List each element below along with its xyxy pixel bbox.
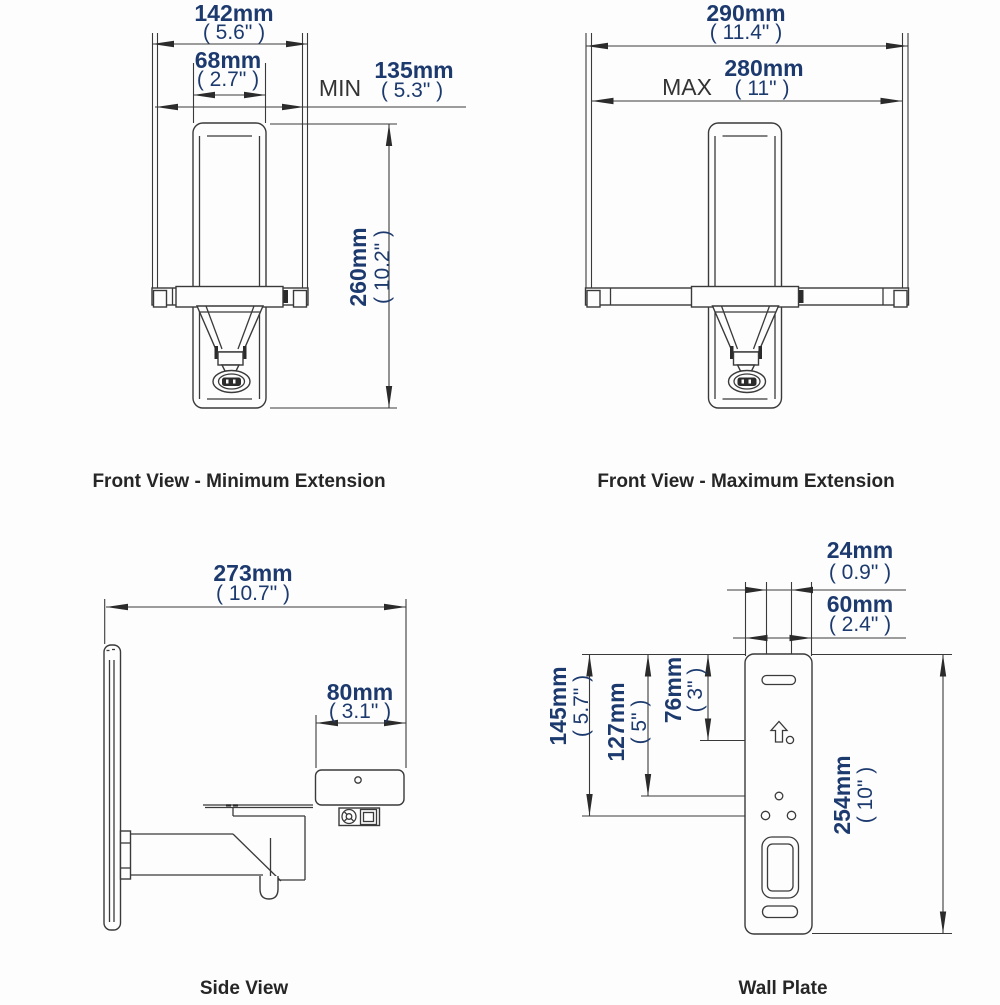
- wp-h2-mm: 127mm: [603, 682, 629, 761]
- side-caption: Side View: [200, 978, 289, 999]
- back-rest-hole: [354, 776, 362, 784]
- back-rest-block: [314, 769, 405, 806]
- wp-plate-width-in: ( 2.4" ): [829, 613, 891, 636]
- max-width-in: ( 11" ): [735, 77, 790, 100]
- crossbar-center: [175, 285, 284, 308]
- front-view-max: 290mm ( 11.4" ) 280mm MAX ( 11" ) Front …: [584, 0, 910, 492]
- min-bracket-drawing: [151, 122, 309, 409]
- wall-plate-view: 24mm ( 0.9" ) 60mm ( 2.4" ) 145mm ( 5.7"…: [545, 537, 952, 999]
- min-inner-width-mm: 68mm: [195, 47, 261, 73]
- crossbar-center: [690, 285, 800, 308]
- min-label: MIN: [319, 75, 361, 101]
- stem-tick-left: [730, 346, 734, 359]
- wp-height-mm: 254mm: [829, 755, 855, 834]
- wp-h1-in: ( 5.7" ): [570, 675, 593, 737]
- support-arm: [130, 808, 306, 882]
- min-height-mm: 260mm: [345, 227, 371, 306]
- side-dim-273: [104, 599, 407, 768]
- min-inner-width-in: ( 2.7" ): [197, 68, 259, 91]
- wp-extension-lines: [582, 582, 952, 935]
- clamp-block: [799, 290, 804, 303]
- wp-height-in: ( 10" ): [854, 767, 877, 823]
- wall-plate-body: [744, 653, 813, 935]
- wall-plate-drawing: [744, 653, 813, 935]
- side-depth-mm: 273mm: [213, 560, 292, 586]
- pivot-block: [119, 830, 132, 880]
- mount-hole-lower-right: [786, 810, 797, 821]
- max-dim-290: [586, 42, 908, 50]
- stem-tick-right: [243, 346, 247, 359]
- wp-dim-127: [641, 654, 772, 797]
- crossbar-left-cap: [586, 289, 601, 308]
- max-overall-width-mm: 290mm: [706, 0, 785, 26]
- wall-plate-profile: [103, 644, 122, 931]
- wp-h1-mm: 145mm: [545, 666, 571, 745]
- front-max-caption: Front View - Maximum Extension: [597, 471, 894, 492]
- front-view-min: 142mm ( 5.6" ) 68mm ( 2.7" ) 135mm MIN (…: [92, 0, 466, 492]
- wp-slot-width-in: ( 0.9" ): [829, 561, 891, 584]
- up-arrow-marker: [769, 720, 789, 743]
- min-overall-width-mm: 142mm: [194, 0, 273, 26]
- tilt-knob-label: [737, 377, 757, 386]
- wp-dim-145: [582, 654, 758, 817]
- max-extension-lines: [585, 33, 909, 288]
- crossbar-right-cap: [292, 289, 308, 308]
- min-dim-260: [270, 123, 397, 409]
- side-view: 273mm ( 10.7" ) 80mm ( 3.1" ) Side View: [103, 560, 407, 999]
- min-extension-lines: [151, 33, 309, 288]
- mount-hole-lower-left: [760, 810, 771, 821]
- stem: [217, 351, 244, 366]
- speaker-tray: [203, 804, 313, 809]
- side-drawing: [103, 644, 405, 931]
- crossbar-left-cap: [152, 289, 168, 308]
- wp-h3-mm: 76mm: [660, 657, 686, 723]
- stem: [732, 351, 760, 366]
- mount-hole-upper: [785, 735, 795, 745]
- center-cutout-inner: [766, 843, 794, 892]
- mount-hole-middle: [774, 791, 784, 801]
- min-dim-135: [155, 103, 466, 111]
- clamp-block: [283, 290, 288, 303]
- side-offset-mm: 80mm: [327, 679, 393, 705]
- center-cutout-outer: [761, 836, 800, 899]
- wp-dim-254: [939, 654, 947, 934]
- top-slot: [761, 674, 797, 686]
- max-bracket-drawing: [584, 122, 910, 409]
- tilt-knob-label: [222, 377, 241, 386]
- wp-plate-width-mm: 60mm: [827, 591, 893, 617]
- bottom-slot: [761, 905, 799, 919]
- wp-h2-in: ( 5" ): [628, 700, 651, 745]
- min-overall-width-in: ( 5.6" ): [203, 21, 265, 44]
- min-width-in: ( 5.3" ): [381, 79, 443, 102]
- tilt-knob-side: [259, 876, 279, 900]
- side-dim-80: [315, 715, 406, 768]
- min-dim-68: [193, 91, 266, 99]
- front-min-caption: Front View - Minimum Extension: [92, 471, 385, 492]
- side-depth-in: ( 10.7" ): [216, 582, 290, 605]
- wp-dim-60: [733, 634, 906, 642]
- max-overall-width-in: ( 11.4" ): [710, 21, 782, 44]
- min-dim-142: [152, 40, 308, 48]
- latch-assembly: [338, 807, 381, 827]
- min-height-in: ( 10.2" ): [371, 230, 394, 304]
- wp-h3-in: ( 3" ): [684, 668, 707, 713]
- stem-tick-right: [758, 346, 762, 359]
- stem-tick-left: [214, 346, 218, 359]
- wp-slot-width-mm: 24mm: [827, 537, 893, 563]
- crossbar-right-cap: [893, 289, 908, 308]
- max-dim-280: [591, 97, 903, 105]
- max-label: MAX: [662, 74, 712, 100]
- wp-dim-24: [727, 586, 906, 594]
- latch-screw: [341, 808, 357, 825]
- max-width-mm: 280mm: [724, 55, 803, 81]
- min-width-mm: 135mm: [374, 57, 453, 83]
- wall-plate-caption: Wall Plate: [738, 978, 827, 999]
- side-offset-in: ( 3.1" ): [329, 700, 391, 723]
